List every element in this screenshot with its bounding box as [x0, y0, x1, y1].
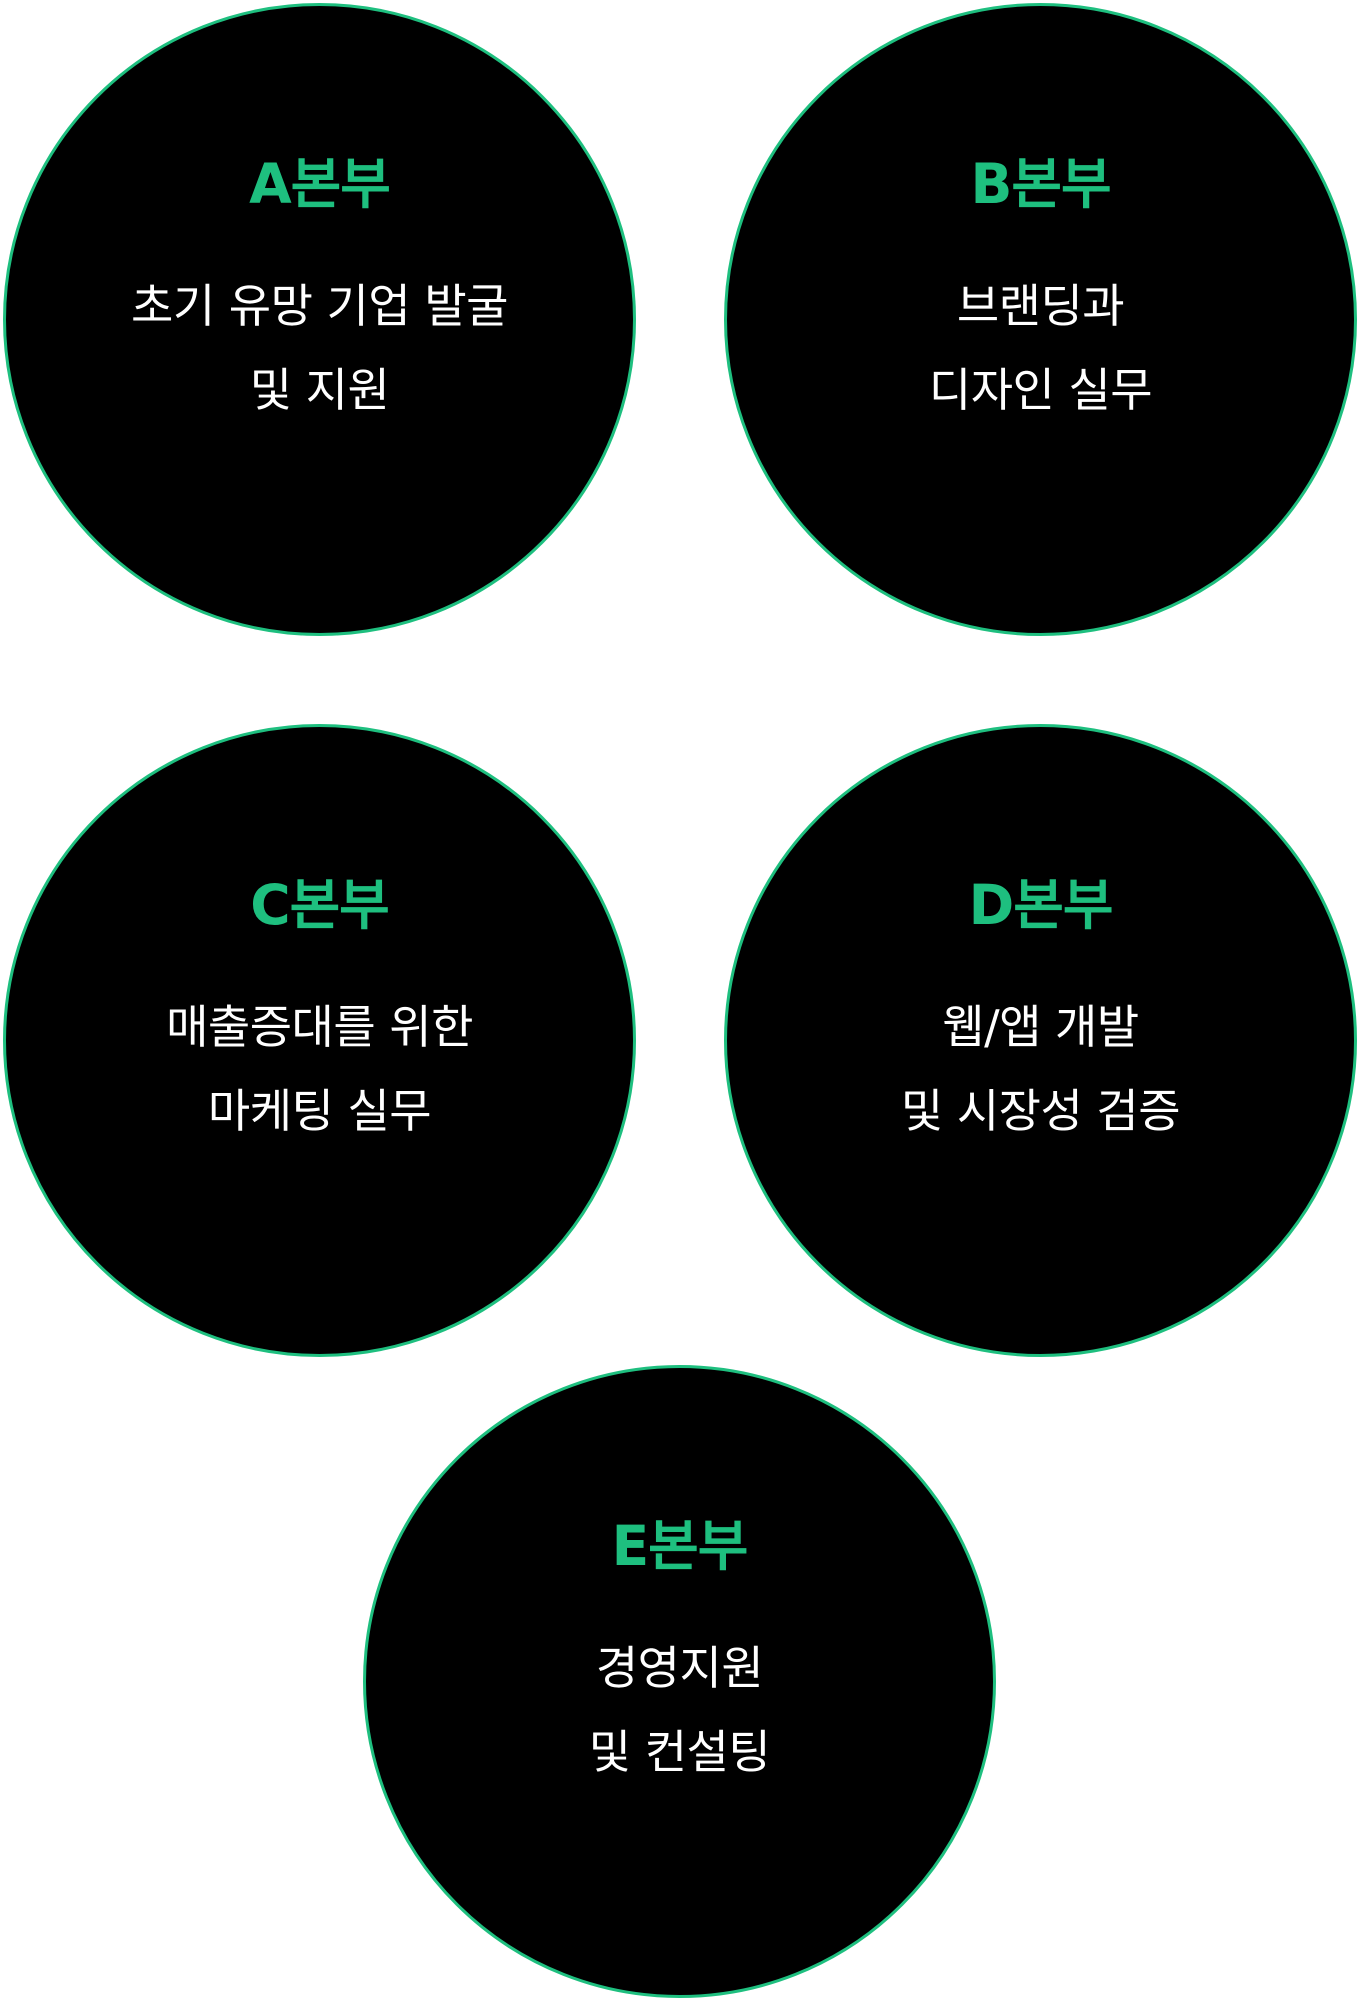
division-e-description-line2: 및 컨설팅	[588, 1725, 771, 1779]
division-b-description-line2: 디자인 실무	[928, 363, 1153, 417]
division-b-title: B본부	[970, 152, 1111, 216]
division-d-description-line1: 웹/앱 개발	[942, 1000, 1139, 1054]
division-b-circle: B본부 브랜딩과 디자인 실무	[724, 3, 1357, 636]
division-a-circle: A본부 초기 유망 기업 발굴 및 지원	[3, 3, 636, 636]
division-d-title: D본부	[968, 873, 1114, 937]
division-d-circle: D본부 웹/앱 개발 및 시장성 검증	[724, 724, 1357, 1357]
division-a-description-line2: 및 지원	[249, 363, 390, 417]
division-c-description: 매출증대를 위한 마케팅 실무	[166, 985, 473, 1153]
division-a-description: 초기 유망 기업 발굴 및 지원	[131, 264, 508, 432]
division-e-title: E본부	[611, 1514, 749, 1578]
division-e-circle: E본부 경영지원 및 컨설팅	[363, 1365, 996, 1998]
division-c-description-line1: 매출증대를 위한	[166, 1000, 473, 1054]
division-c-circle: C본부 매출증대를 위한 마케팅 실무	[3, 724, 636, 1357]
division-a-title: A본부	[249, 152, 391, 216]
division-d-description: 웹/앱 개발 및 시장성 검증	[900, 985, 1181, 1153]
division-a-description-line1: 초기 유망 기업 발굴	[131, 279, 508, 333]
division-e-description: 경영지원 및 컨설팅	[588, 1626, 771, 1794]
division-b-description-line1: 브랜딩과	[956, 279, 1125, 333]
division-b-description: 브랜딩과 디자인 실무	[928, 264, 1153, 432]
division-d-description-line2: 및 시장성 검증	[900, 1084, 1181, 1138]
division-e-description-line1: 경영지원	[595, 1641, 764, 1695]
division-c-title: C본부	[250, 873, 390, 937]
division-c-description-line2: 마케팅 실무	[207, 1084, 432, 1138]
